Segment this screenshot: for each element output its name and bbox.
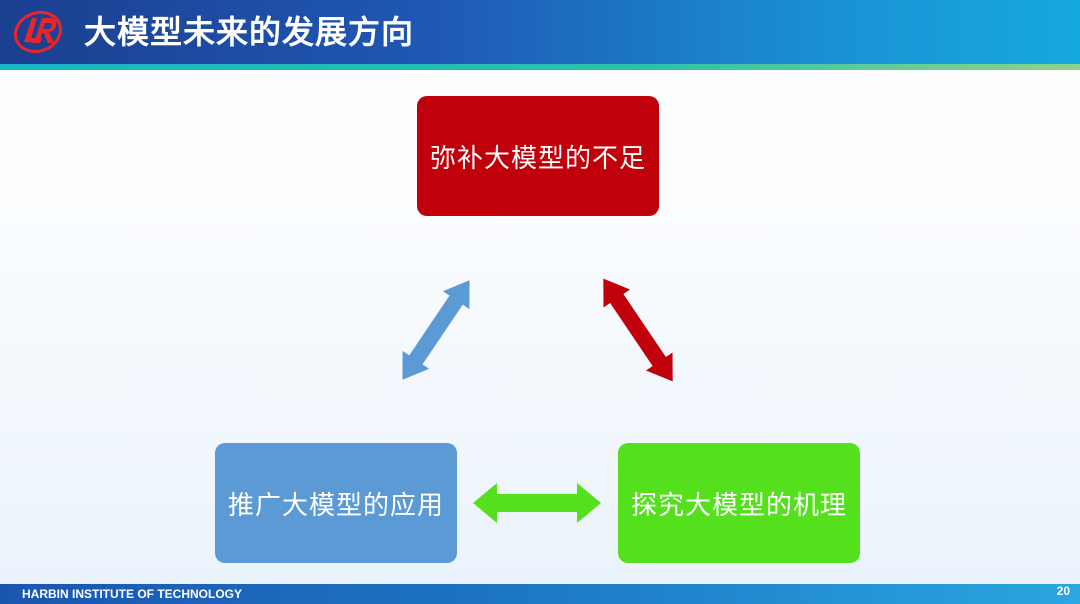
slide-title: 大模型未来的发展方向 <box>84 13 415 51</box>
header-accent-stripe <box>0 64 1080 70</box>
node-compensate-shortcomings: 弥补大模型的不足 <box>417 96 659 216</box>
arrow-left-top-icon <box>402 280 470 380</box>
arrow-top-right-icon <box>603 278 673 382</box>
arrow-left-right-icon <box>473 483 601 523</box>
hit-logo-icon <box>13 10 63 54</box>
node-explore-mechanism: 探究大模型的机理 <box>618 443 860 563</box>
footer-institution: HARBIN INSTITUTE OF TECHNOLOGY <box>22 587 242 601</box>
slide-header <box>0 0 1080 64</box>
page-number: 20 <box>1056 584 1070 598</box>
slide-footer-bar <box>0 584 1080 604</box>
node-promote-applications: 推广大模型的应用 <box>215 443 457 563</box>
